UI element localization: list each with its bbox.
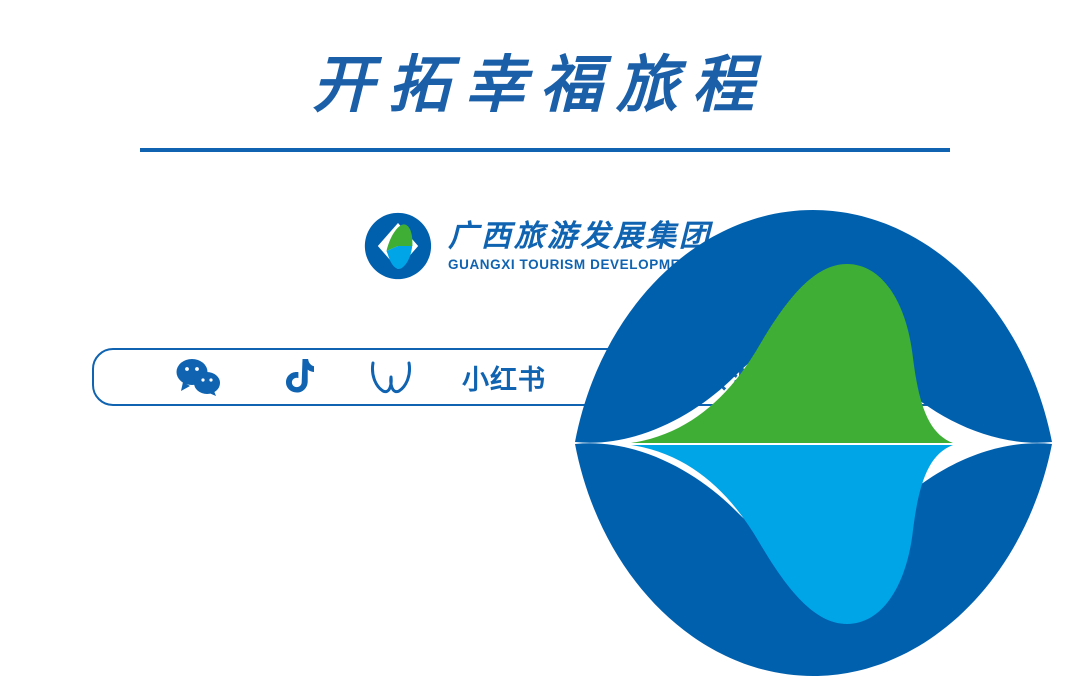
wechat-icon[interactable] xyxy=(176,358,222,396)
page-title: 开拓幸福旅程 xyxy=(311,52,768,120)
wechat-channels-icon[interactable] xyxy=(370,360,412,394)
xiaohongshu-text-icon[interactable]: 小红书 xyxy=(462,364,546,396)
douyin-icon[interactable] xyxy=(284,359,314,395)
guangxi-tourism-logo-large-icon xyxy=(575,210,1052,676)
guangxi-tourism-logo-icon xyxy=(364,212,432,280)
headline-divider xyxy=(140,148,950,152)
brand-name-cn: 广西旅游发展集团 xyxy=(448,220,712,253)
